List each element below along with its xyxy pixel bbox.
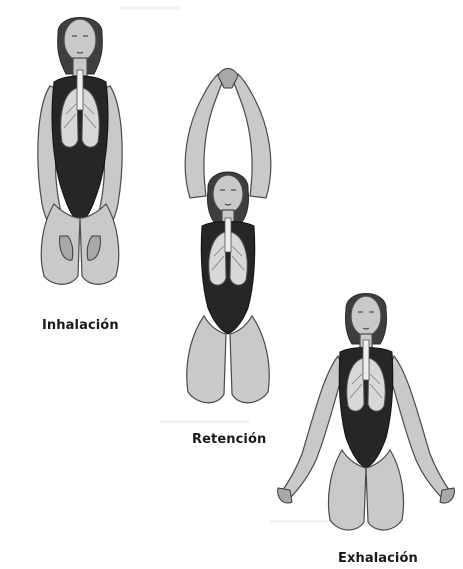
retention-label: Retención — [192, 432, 266, 447]
exhalation-figure — [276, 284, 456, 536]
retention-figure — [168, 66, 288, 416]
inhalation-label: Inhalación — [42, 318, 119, 333]
inhalation-figure — [20, 4, 140, 294]
exhalation-label: Exhalación — [338, 551, 418, 566]
background-scan-ghost — [160, 420, 250, 423]
